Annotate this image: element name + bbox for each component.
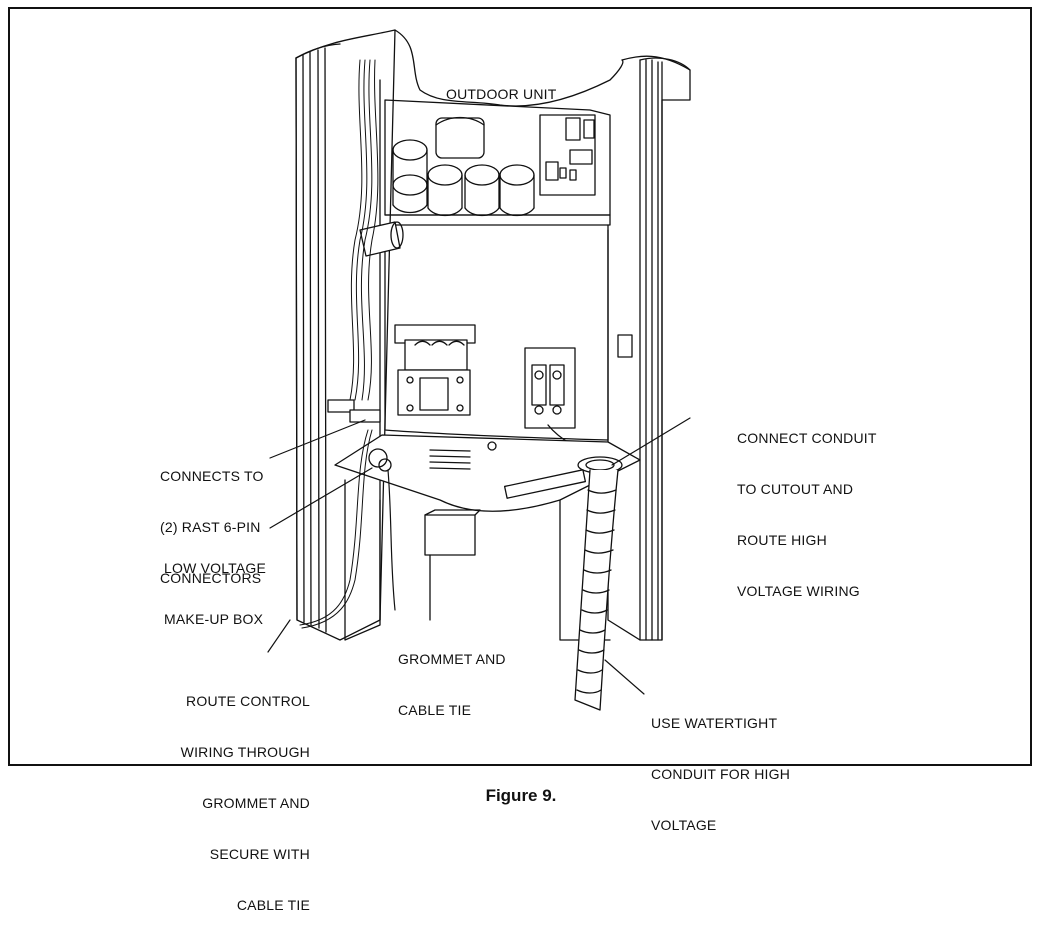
label-low-voltage: LOW VOLTAGE MAKE-UP BOX xyxy=(164,526,266,645)
label-line: CABLE TIE xyxy=(398,702,472,718)
label-line: CABLE TIE xyxy=(236,897,310,913)
label-connects-to: CONNECTS TO (2) RAST 6-PIN CONNECTORS xyxy=(160,434,264,604)
back-wall xyxy=(384,224,609,441)
label-line: USE WATERTIGHT xyxy=(651,715,778,731)
label-line: TO CUTOUT AND xyxy=(737,481,854,497)
unit-wiring-illustration xyxy=(267,29,691,711)
wall-plug xyxy=(359,221,404,257)
lower-transformer xyxy=(394,324,476,416)
label-line: ROUTE HIGH xyxy=(737,532,827,548)
label-line: GROMMET AND xyxy=(202,795,310,811)
label-line: SECURE WITH xyxy=(209,846,310,862)
rast-connectors xyxy=(327,399,381,423)
label-connect-conduit: CONNECT CONDUIT TO CUTOUT AND ROUTE HIGH… xyxy=(737,396,877,617)
label-watertight: USE WATERTIGHT CONDUIT FOR HIGH VOLTAGE xyxy=(651,681,790,851)
upper-control-panel xyxy=(384,99,611,226)
label-line: VOLTAGE xyxy=(651,817,717,833)
label-line: GROMMET AND xyxy=(398,651,506,667)
label-line: LOW VOLTAGE xyxy=(164,560,267,576)
flexible-conduit xyxy=(574,469,619,711)
label-line: MAKE-UP BOX xyxy=(164,611,264,627)
left-side-post xyxy=(295,29,396,641)
label-line: CONNECT CONDUIT xyxy=(737,430,877,446)
figure-caption: Figure 9. xyxy=(485,786,557,805)
label-line: CONNECTORS xyxy=(160,570,262,586)
label-line: ROUTE CONTROL xyxy=(186,693,310,709)
low-voltage-box xyxy=(424,509,481,556)
base-plate xyxy=(334,434,641,512)
label-line: CONDUIT FOR HIGH xyxy=(651,766,791,782)
right-side-post xyxy=(607,55,691,641)
label-line: VOLTAGE WIRING xyxy=(737,583,860,599)
wall-bracket xyxy=(617,334,633,358)
label-line: WIRING THROUGH xyxy=(180,744,310,760)
label-outdoor-unit: OUTDOOR UNIT xyxy=(446,86,557,102)
leader-lines xyxy=(267,417,691,695)
label-grommet: GROMMET AND CABLE TIE xyxy=(398,617,506,736)
control-wiring xyxy=(299,59,379,629)
figure-frame xyxy=(8,7,1032,766)
capacitors xyxy=(392,139,535,217)
label-line: (2) RAST 6-PIN xyxy=(160,519,261,535)
label-line: CONNECTS TO xyxy=(160,468,264,484)
